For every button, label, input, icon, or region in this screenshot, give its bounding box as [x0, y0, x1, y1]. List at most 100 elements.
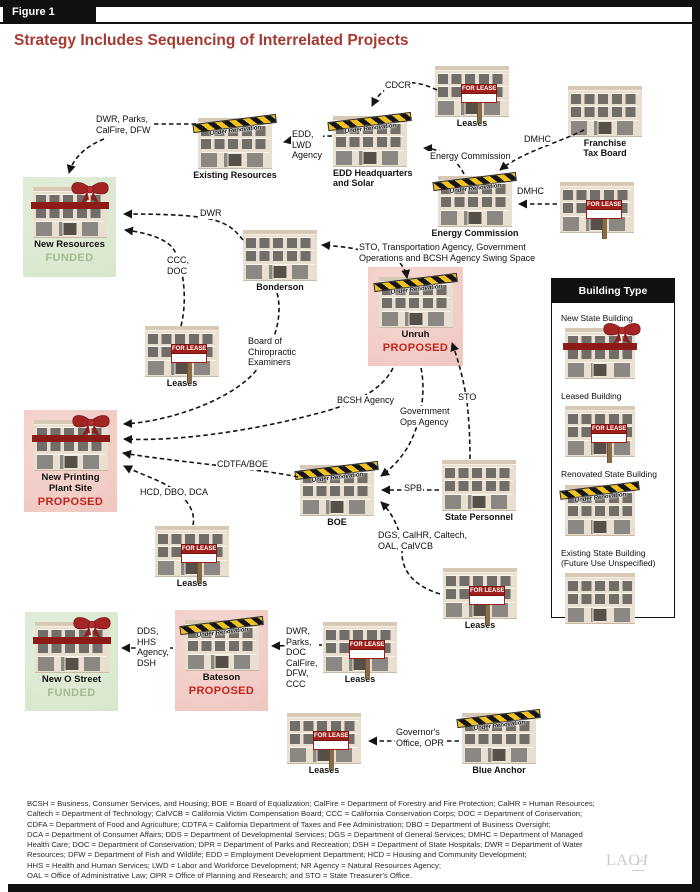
new-state-building-icon: Under Renovation FOR LEASE	[30, 182, 109, 237]
building-floor	[438, 73, 506, 84]
building-floor	[36, 454, 105, 469]
building-floor	[568, 335, 632, 347]
building-floor	[465, 733, 533, 744]
for-lease-sign-icon: FOR LEASE	[586, 200, 622, 239]
arrow-label-dwr-bonderson: DWR	[199, 208, 223, 219]
building-floor	[326, 629, 394, 640]
building-floor	[37, 656, 106, 671]
node-label-existing-resources: Existing Resources	[193, 170, 277, 180]
node-label-energy-commission: Energy Commission	[431, 228, 519, 238]
node-label-boe: BOE	[327, 517, 347, 527]
node-new-printing-plant-site: Under Renovation FOR LEASE New Printing …	[24, 410, 117, 512]
node-label-leases-bateson: Leases	[344, 674, 376, 684]
building-door	[63, 455, 78, 469]
building-roof	[435, 66, 509, 71]
building-floor	[563, 189, 631, 200]
status-badge-new-printing-plant-site: PROPOSED	[37, 495, 104, 508]
legend-item-renovated-state-building: Renovated State Building Under Renovatio…	[559, 469, 665, 535]
for-lease-sign-text: FOR LEASE	[586, 200, 622, 210]
arrow-label-dmhc-lower: DMHC	[516, 186, 545, 197]
node-label-unruh: Unruh	[401, 329, 430, 340]
legend-item-leased-building: Leased Building Under Renovation FOR LEA…	[561, 391, 665, 464]
figure-number-tab: Figure 1	[3, 0, 96, 24]
building-floor	[246, 250, 314, 261]
building-floor	[571, 93, 639, 104]
node-blue-anchor: Under Renovation FOR LEASE Blue Anchor	[456, 708, 541, 775]
arrow-ccc-doc	[124, 226, 186, 327]
building-roof	[565, 328, 635, 334]
node-bateson: Under Renovation FOR LEASE BatesonPROPOS…	[175, 610, 268, 711]
renovated-building-icon: Under Renovation FOR LEASE	[432, 171, 517, 226]
building-floor	[568, 504, 632, 516]
building-roof	[32, 187, 107, 192]
building-floor	[336, 136, 404, 147]
sign-post	[364, 659, 370, 679]
renovated-building-icon: Under Renovation FOR LEASE	[327, 111, 412, 166]
ribbon-band-icon	[32, 637, 111, 644]
arrow-label-governors-office: Governor's Office, OPR	[395, 727, 445, 749]
building-door	[597, 121, 613, 135]
footnote-line: HHS = Health and Human Services; LWD = L…	[27, 860, 441, 870]
footnote-line: Caltech = Department of Technology; CalV…	[27, 809, 583, 819]
legend-item-label: Renovated State Building	[561, 469, 657, 480]
building-roof	[34, 622, 109, 627]
for-lease-sign-icon: FOR LEASE	[171, 344, 207, 383]
for-lease-sign-icon: FOR LEASE	[181, 544, 217, 583]
building-floor	[187, 640, 256, 651]
existing-building-icon: Under Renovation FOR LEASE	[442, 460, 516, 510]
node-leases-mid: Under Renovation FOR LEASE Leases	[155, 526, 229, 588]
building-floor	[571, 106, 639, 117]
building-floor	[148, 333, 216, 344]
building-door	[362, 151, 378, 165]
arrow-cdtfa-boe	[122, 449, 299, 478]
building-door	[471, 495, 487, 509]
arrow-label-dmhc-upper: DMHC	[523, 134, 552, 145]
footnote-line: CDFA = Department of Food and Agricultur…	[27, 819, 551, 829]
new-state-building-icon: Under Renovation FOR LEASE	[31, 415, 110, 470]
building-floor	[336, 150, 404, 165]
for-lease-sign-panel	[349, 650, 385, 659]
building-floor	[568, 592, 632, 604]
arrow-label-swing-space-bonderson: STO, Transportation Agency, Government O…	[358, 242, 537, 264]
gift-bow-icon	[70, 182, 109, 203]
building-floor	[568, 413, 632, 425]
node-label-leases-southeast: Leases	[464, 620, 496, 630]
building-floor	[446, 575, 514, 586]
legend-item-label: Existing State Building (Future Use Unsp…	[561, 547, 656, 568]
ribbon-band-icon	[563, 343, 637, 351]
leased-building-icon: Under Renovation FOR LEASE	[287, 713, 361, 770]
node-label-bonderson: Bonderson	[256, 282, 304, 292]
sign-post	[196, 563, 202, 583]
for-lease-sign-text: FOR LEASE	[171, 344, 207, 354]
status-badge-new-o-street: FUNDED	[47, 686, 96, 699]
node-label-state-personnel: State Personnel	[444, 512, 514, 522]
arrow-label-cdtfa-boe: CDTFA/BOE	[216, 459, 270, 470]
gift-bow-icon	[603, 323, 641, 344]
ribbon-band-icon	[31, 435, 110, 442]
frame-top-rule	[0, 22, 700, 24]
sign-post	[476, 103, 482, 123]
building-floor	[445, 480, 513, 491]
building-floor	[441, 196, 509, 207]
for-lease-sign-panel	[461, 94, 497, 103]
status-badge-bateson: PROPOSED	[188, 684, 255, 697]
building-door	[62, 222, 77, 236]
building-floor	[201, 138, 269, 149]
for-lease-sign-text: FOR LEASE	[349, 640, 385, 650]
node-leases-northeast: Under Renovation FOR LEASE	[560, 182, 634, 239]
node-new-o-street: Under Renovation FOR LEASE New O StreetF…	[25, 612, 118, 711]
building-floor	[445, 467, 513, 478]
building-floor	[290, 720, 358, 731]
building-floor	[381, 311, 450, 326]
legend-item-new-state-building: New State Building Under Renovation FOR …	[561, 313, 665, 379]
building-door	[329, 500, 345, 514]
building-floor	[568, 518, 632, 534]
arrow-label-cdcr: CDCR	[384, 80, 412, 91]
building-door	[272, 265, 288, 279]
node-label-new-resources: New Resources	[34, 239, 105, 250]
building-roof	[443, 568, 517, 573]
leased-building-icon: Under Renovation FOR LEASE	[565, 406, 635, 464]
arrow-label-dgs-calhr: DGS, CalHR, Caltech, OAL, CalVCB	[377, 530, 469, 552]
building-floor	[290, 747, 358, 762]
building-roof	[565, 406, 635, 412]
